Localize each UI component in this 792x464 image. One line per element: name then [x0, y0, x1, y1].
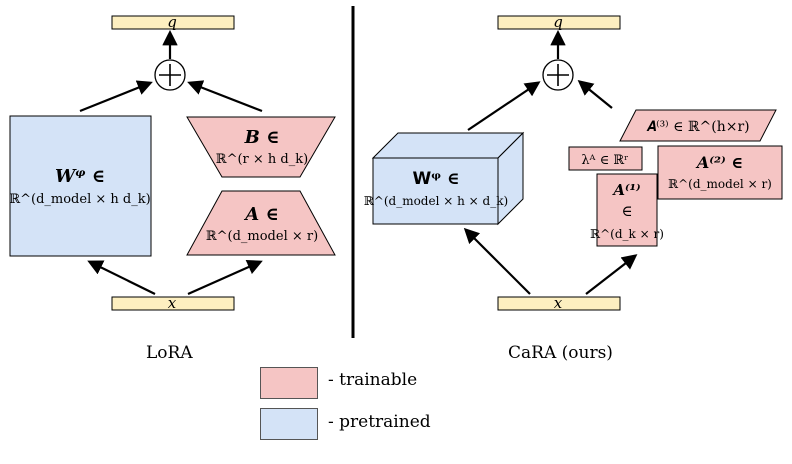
- cara-arrow-tensor-to-plus: [577, 80, 613, 109]
- lora-wq-line1: 𝑾ᵠ ∈: [55, 166, 105, 187]
- cara-arrow-x-to-w: [463, 227, 531, 295]
- lora-x-box: [111, 296, 235, 311]
- cara-q-box: [497, 15, 621, 30]
- legend-pretrained-swatch: [260, 408, 318, 440]
- lora-wq-line2: ℝ^(d_model × h d_k): [9, 192, 150, 207]
- cara-a2-line1: 𝑨⁽²⁾ ∈: [695, 153, 743, 172]
- lora-arrow-b-to-plus: [187, 80, 263, 113]
- cara-a3-text: 𝑨⁽³⁾ ∈ ℝ^(h×r): [646, 119, 749, 135]
- lora-caption: LoRA: [146, 343, 193, 363]
- legend-trainable-label: - trainable: [328, 370, 418, 390]
- cara-a1-line1: 𝑨⁽¹⁾: [611, 181, 640, 199]
- cara-q-label: q: [553, 13, 563, 31]
- lora-wq-box: [9, 115, 152, 257]
- lora-a-line1: 𝑨 ∈: [243, 204, 279, 225]
- lora-q-box: [111, 15, 235, 30]
- cara-wq-line2: ℝ^(d_model × h × d_k): [364, 194, 508, 208]
- lora-q-label: q: [167, 13, 177, 31]
- cara-wq-top-face: [371, 132, 525, 159]
- lora-a-line2: ℝ^(d_model × r): [206, 229, 318, 244]
- cara-x-label: x: [554, 294, 563, 312]
- lora-b-trapezoid: [186, 116, 336, 178]
- cara-a1-line2: ∈: [621, 202, 632, 220]
- cara-x-box: [497, 296, 621, 311]
- cara-lambda-box: [568, 146, 643, 171]
- legend-trainable-swatch: [260, 367, 318, 399]
- lora-arrow-x-to-w: [87, 260, 156, 295]
- cara-wq-front-face: [372, 157, 499, 225]
- cara-a2-box: [657, 145, 783, 200]
- lora-x-label: x: [168, 294, 177, 312]
- legend-pretrained-label: - pretrained: [328, 412, 431, 432]
- lora-arrow-w-to-plus: [79, 80, 153, 113]
- lora-arrow-x-to-a: [187, 259, 263, 296]
- cara-a3-parallelogram: [619, 109, 777, 142]
- lora-a-trapezoid: [186, 190, 336, 256]
- cara-a2-line2: ℝ^(d_model × r): [668, 177, 772, 191]
- cara-arrow-w-to-plus: [467, 81, 541, 131]
- lora-b-line2: ℝ^(r × h d_k): [216, 152, 308, 167]
- lora-b-line1: 𝑩 ∈: [244, 127, 280, 148]
- cara-lambda-text: λᴬ ∈ ℝʳ: [581, 153, 628, 168]
- cara-arrow-x-to-a1: [585, 254, 638, 295]
- cara-a1-box: [596, 173, 658, 247]
- cara-wq-line1: 𝗪ᵠ ∈: [413, 169, 460, 189]
- cara-a1-line3: ℝ^(d_k × r): [590, 227, 664, 241]
- cara-caption: CaRA (ours): [508, 343, 613, 363]
